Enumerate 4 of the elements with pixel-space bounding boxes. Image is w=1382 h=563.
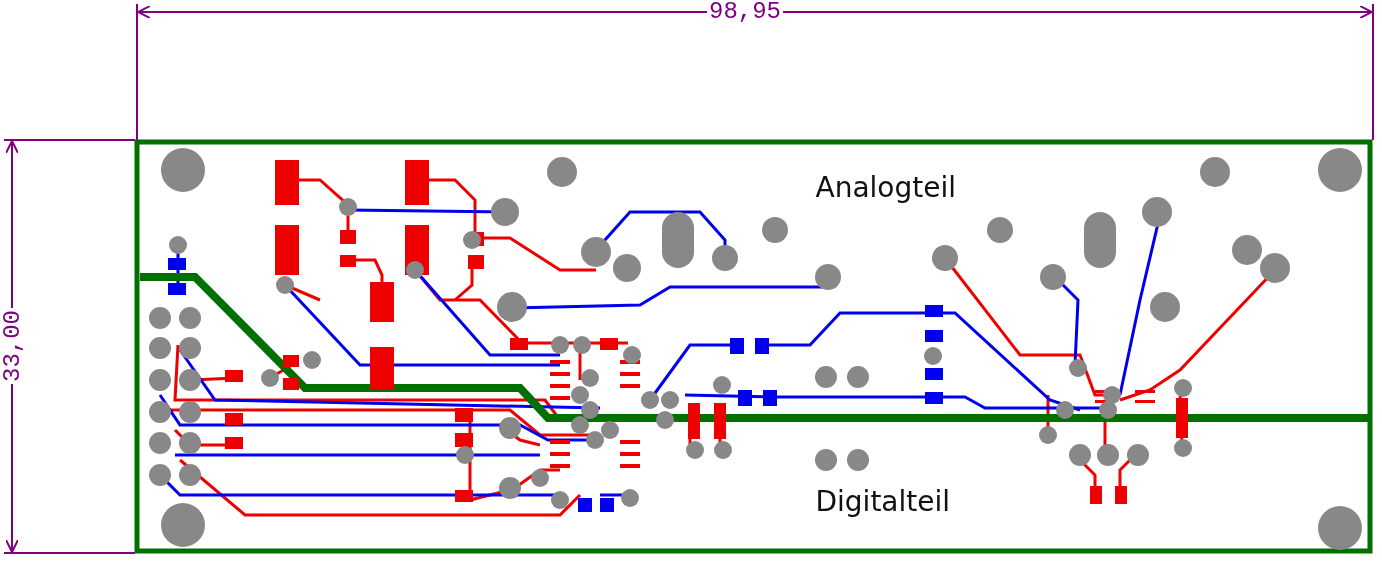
region-label: Analogteil [815,174,956,202]
dimension-value: 98,95 [707,0,783,24]
dimension-value: 33,00 [1,308,25,384]
region-label: Digitalteil [815,488,951,516]
